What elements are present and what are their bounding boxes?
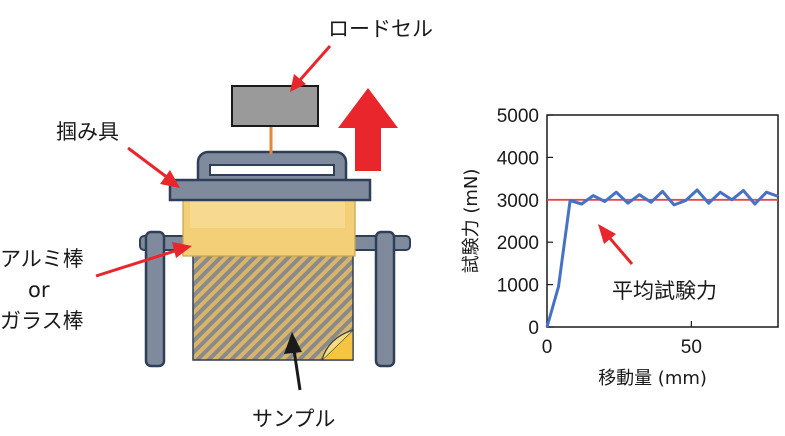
load-cell-pointer: [298, 45, 332, 81]
label-rod-line1: アルミ棒: [0, 247, 84, 271]
label-grip: 掴み具: [56, 120, 119, 144]
frame-post-left: [144, 230, 166, 368]
force-chart: 0 1000 2000 3000 4000 5000 0 50 試験力 (mN) 移動量 (…: [461, 106, 779, 389]
grip-pointer-head: [160, 170, 180, 188]
rod-pointer-head: [172, 242, 192, 258]
rod-pointer: [95, 248, 179, 278]
label-rod-line3: ガラス棒: [0, 309, 84, 333]
series-points: [546, 190, 779, 328]
tape-highlight: [190, 198, 345, 228]
grip-slot: [209, 164, 335, 176]
load-cell: [231, 85, 319, 127]
avg-force-pointer-head: [598, 224, 616, 244]
pull-direction-arrow: [338, 88, 398, 171]
y-tick-label: 3000: [497, 191, 539, 212]
y-axis-ticks: 0 1000 2000 3000 4000 5000: [497, 106, 553, 339]
y-tick-label: 0: [528, 318, 539, 339]
x-axis-label: 移動量 (mm): [598, 368, 707, 389]
y-axis-label: 試験力 (mN): [461, 169, 482, 274]
grip-base: [168, 178, 372, 202]
y-tick-label: 1000: [497, 276, 539, 297]
label-avg-force: 平均試験力: [612, 279, 717, 303]
x-tick-label: 0: [542, 337, 553, 358]
x-tick-label: 50: [681, 337, 702, 358]
series-line: [545, 188, 779, 328]
grip-pointer: [127, 146, 169, 180]
plot-frame: [546, 114, 779, 328]
y-tick-label: 2000: [497, 233, 539, 254]
y-tick-label: 4000: [497, 148, 539, 169]
avg-force-pointer: [606, 235, 634, 265]
sample-pointer-head: [284, 332, 302, 354]
sample-peel-curl: [321, 329, 354, 361]
sample-pointer: [292, 349, 302, 391]
label-load-cell: ロードセル: [328, 17, 433, 41]
label-sample: サンプル: [252, 407, 335, 431]
y-tick-label: 5000: [497, 106, 539, 127]
sample-sheet: [192, 247, 354, 361]
frame-post-right: [374, 230, 396, 368]
label-rod-line2: or: [28, 278, 50, 302]
load-cell-pointer-head: [290, 74, 306, 92]
